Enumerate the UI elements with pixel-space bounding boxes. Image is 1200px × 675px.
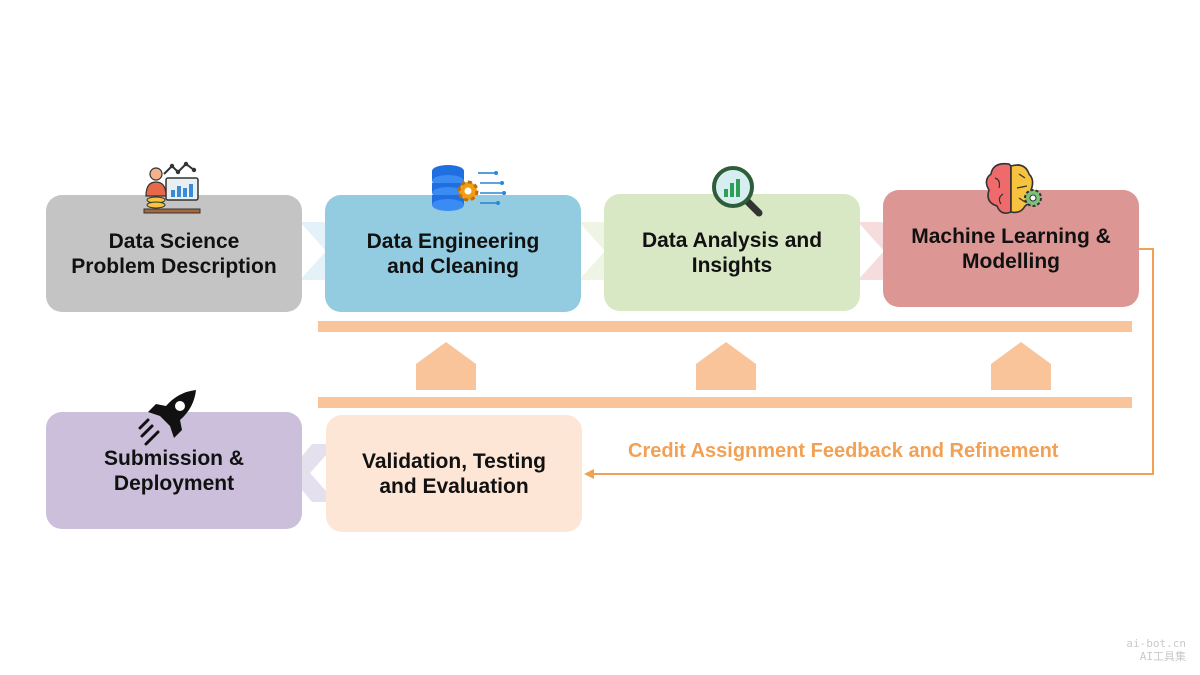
stage-ml-line2: Modelling bbox=[962, 249, 1060, 273]
magnifier-chart-icon bbox=[712, 166, 763, 217]
feedback-bar-bottom bbox=[318, 397, 1132, 408]
watermark-line2: AI工具集 bbox=[1139, 650, 1186, 663]
database-gear-icon bbox=[432, 165, 506, 211]
stage-data-engineering: Data Engineering and Cleaning bbox=[325, 195, 581, 312]
stage-data-analysis: Data Analysis and Insights bbox=[604, 194, 860, 311]
stage-problem-line1: Data Science bbox=[108, 229, 240, 253]
rocket-icon bbox=[138, 390, 196, 446]
brain-gear-icon bbox=[985, 162, 1042, 214]
feedback-arrow-1 bbox=[416, 342, 476, 390]
stage-validation-line2: and Evaluation bbox=[379, 474, 529, 498]
feedback-loop-arrowhead bbox=[584, 469, 594, 479]
feedback-arrow-2 bbox=[696, 342, 756, 390]
stage-deployment-line1: Submission & bbox=[103, 446, 245, 470]
stage-analysis-line1: Data Analysis and bbox=[641, 228, 823, 252]
feedback-loop-line bbox=[592, 248, 1154, 475]
stage-validation-line1: Validation, Testing bbox=[362, 449, 546, 473]
stage-engineering-line1: Data Engineering bbox=[366, 229, 540, 253]
stage-analysis-line2: Insights bbox=[691, 253, 773, 277]
analyst-dashboard-icon bbox=[143, 161, 201, 214]
stage-machine-learning: Machine Learning & Modelling bbox=[883, 190, 1139, 307]
stage-problem-description: Data Science Problem Description bbox=[46, 195, 302, 312]
stage-deployment-line2: Deployment bbox=[113, 471, 235, 495]
watermark: ai-bot.cn AI工具集 bbox=[1126, 637, 1186, 663]
stage-engineering-line2: and Cleaning bbox=[387, 254, 519, 278]
stage-ml-line1: Machine Learning & bbox=[911, 224, 1111, 248]
stage-problem-line2: Problem Description bbox=[71, 254, 277, 278]
feedback-arrow-3 bbox=[991, 342, 1051, 390]
feedback-label: Credit Assignment Feedback and Refinemen… bbox=[628, 440, 1059, 462]
watermark-line1: ai-bot.cn bbox=[1126, 637, 1186, 650]
feedback-bar-top bbox=[318, 321, 1132, 332]
stage-validation-testing: Validation, Testing and Evaluation bbox=[326, 415, 582, 532]
